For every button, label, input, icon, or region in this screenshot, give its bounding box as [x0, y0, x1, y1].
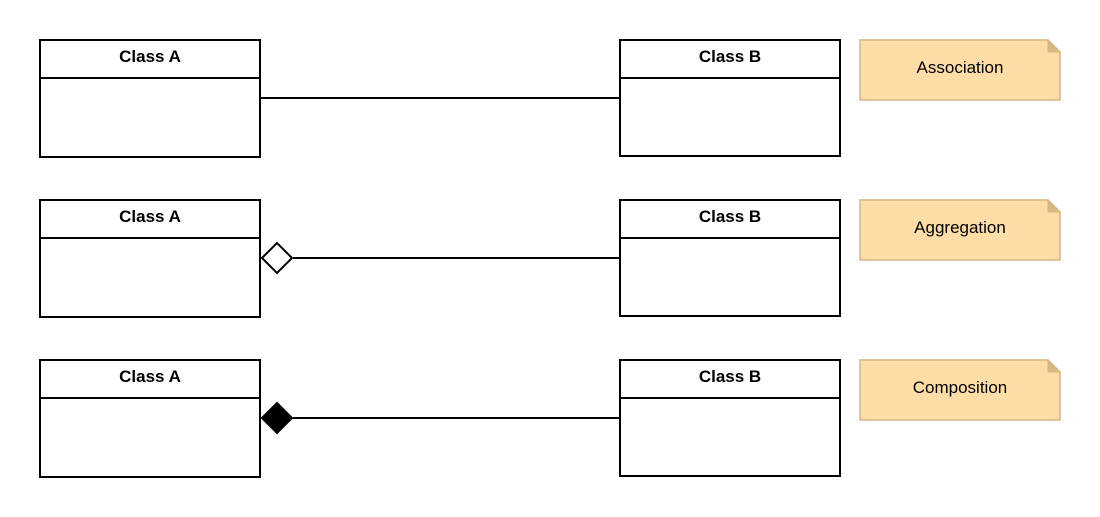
- class-b-title: Class B: [699, 367, 761, 386]
- class-a-box[interactable]: Class A: [39, 199, 261, 318]
- class-a-box[interactable]: Class A: [39, 39, 261, 158]
- note-fold: [1047, 358, 1062, 373]
- class-b-title: Class B: [699, 207, 761, 226]
- association-note[interactable]: Association: [859, 38, 1062, 101]
- note-shape: [859, 39, 1061, 101]
- note-label: Aggregation: [914, 218, 1006, 237]
- class-b-title: Class B: [699, 47, 761, 66]
- class-a-body: [39, 359, 261, 478]
- class-b-box[interactable]: Class B: [619, 199, 841, 317]
- hollow-diamond-icon: [260, 241, 294, 275]
- composition-note[interactable]: Composition: [859, 358, 1062, 421]
- note-label: Association: [917, 58, 1004, 77]
- class-b-body: [619, 199, 841, 317]
- note-fold: [1047, 38, 1062, 53]
- class-b-body: [619, 359, 841, 477]
- aggregation-row: Class A Class B Aggregation: [39, 198, 1062, 318]
- class-a-body: [39, 39, 261, 158]
- note-shape: [859, 359, 1061, 421]
- note-shape: [859, 199, 1061, 261]
- aggregation-note[interactable]: Aggregation: [859, 198, 1062, 261]
- class-a-title: Class A: [119, 367, 181, 386]
- composition-row: Class A Class B Composition: [39, 358, 1062, 478]
- class-b-body: [619, 39, 841, 157]
- class-a-title: Class A: [119, 47, 181, 66]
- class-a-body: [39, 199, 261, 318]
- association-row: Class A Class B Association: [39, 38, 1062, 158]
- class-b-box[interactable]: Class B: [619, 359, 841, 477]
- class-a-title: Class A: [119, 207, 181, 226]
- class-a-box[interactable]: Class A: [39, 359, 261, 478]
- filled-diamond-icon: [260, 401, 294, 435]
- note-fold: [1047, 198, 1062, 213]
- class-b-box[interactable]: Class B: [619, 39, 841, 157]
- note-label: Composition: [913, 378, 1008, 397]
